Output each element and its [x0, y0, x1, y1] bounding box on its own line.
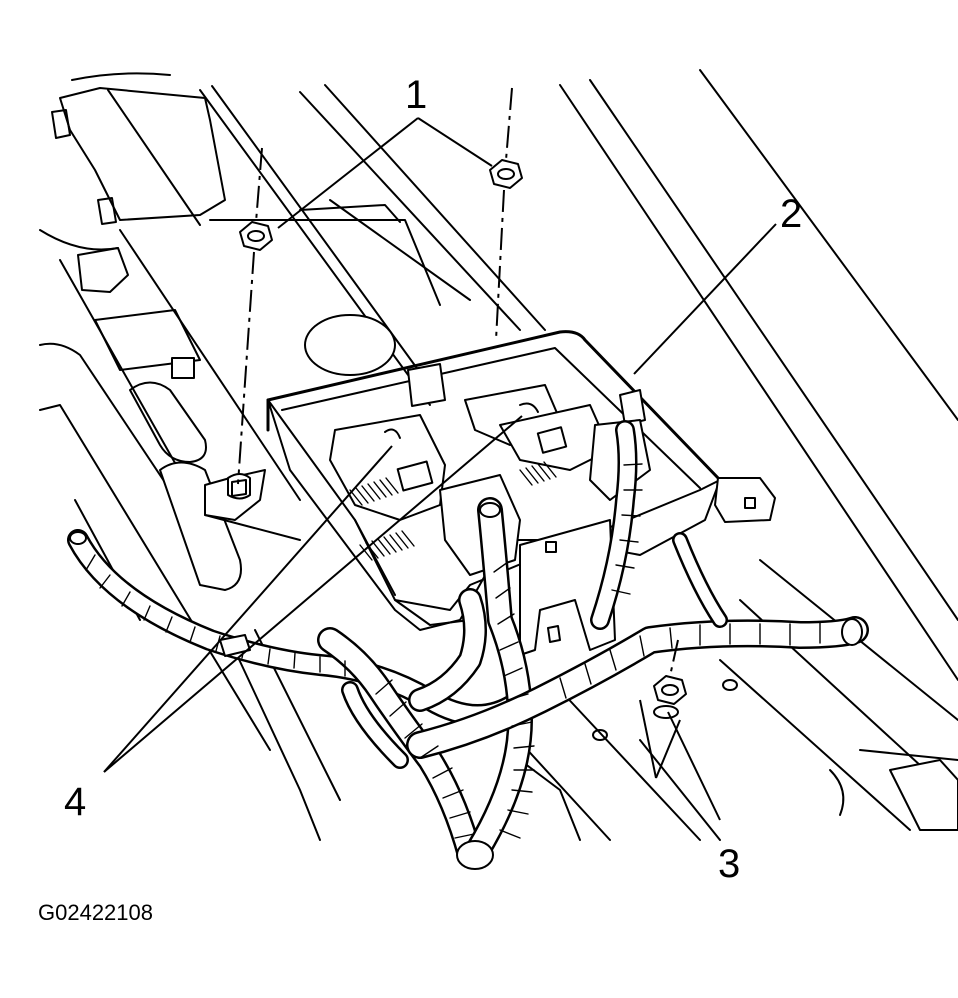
hex-nut-right: [489, 159, 523, 189]
module-housing: [204, 330, 776, 656]
callout-3: 3: [718, 842, 740, 886]
leader-lines: [103, 117, 777, 821]
hex-nut-left: [239, 221, 273, 251]
assembly-centerlines: [237, 87, 679, 677]
hex-nut-lower: [653, 675, 687, 719]
callout-2: 2: [780, 192, 802, 236]
wiring-harness: [67, 420, 869, 870]
callout-1: 1: [405, 73, 427, 117]
callout-4: 4: [64, 780, 86, 824]
figure-id: G02422108: [38, 900, 153, 925]
